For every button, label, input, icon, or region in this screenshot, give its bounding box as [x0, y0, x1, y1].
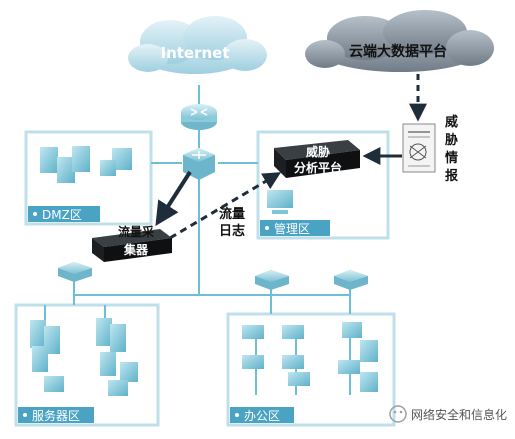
threat-platform-line2: 分析平台 [294, 160, 342, 175]
threat-intel-char-4: 报 [445, 169, 459, 184]
dmz-zone [24, 130, 153, 226]
collector-line1: 流量采 [118, 224, 154, 239]
threat-intel-document-icon [402, 123, 436, 173]
server-zone-server-icons [30, 318, 138, 396]
office-access-switch-2-icon [334, 270, 368, 290]
server-zone-label-tab: 服务器区 [18, 407, 94, 423]
threat-intel-char-2: 胁 [445, 133, 458, 148]
office-zone [226, 312, 396, 427]
traffic-log-line1: 流量 [219, 206, 245, 222]
threat-intel-char-1: 威 [445, 114, 458, 130]
traffic-log-line2: 日志 [219, 223, 245, 239]
flow-arrows [155, 74, 427, 240]
server-zone-label: 服务器区 [32, 408, 80, 423]
threat-platform-line1: 威胁 [306, 144, 330, 159]
management-label: 管理区 [274, 221, 310, 236]
core-switch-icon [183, 148, 215, 180]
threat-intel-char-3: 情 [445, 150, 458, 166]
big-data-cloud: 云端大数据平台 [305, 10, 494, 72]
internet-label: Internet [160, 44, 229, 62]
wechat-icon [389, 405, 407, 423]
office-label: 办公区 [244, 408, 280, 423]
threat-intel-label: 威 胁 情 报 [445, 114, 459, 184]
big-data-platform-label: 云端大数据平台 [349, 43, 447, 60]
switch-to-collector-arrow [155, 170, 192, 227]
office-access-switch-1-icon [255, 270, 289, 290]
watermark: 网络安全和信息化 [389, 405, 507, 423]
watermark-text: 网络安全和信息化 [411, 407, 507, 422]
traffic-collector-device: 流量采 集器 [92, 224, 172, 262]
dmz-label-tab: DMZ区 [28, 206, 100, 222]
office-computer-icons [242, 322, 378, 392]
office-label-tab: 办公区 [230, 407, 294, 423]
server-access-switch-icon [58, 262, 92, 282]
collector-line2: 集器 [123, 242, 149, 257]
threat-analysis-platform-device: 威胁 分析平台 [274, 140, 360, 178]
management-workstation-icon [267, 190, 293, 214]
dmz-server-icons [40, 146, 132, 183]
collector-to-platform-arrow [169, 172, 282, 240]
server-zone [14, 303, 160, 427]
traffic-log-label: 流量 日志 [219, 206, 245, 239]
router-icon [181, 104, 217, 130]
dmz-label: DMZ区 [42, 208, 82, 222]
management-label-tab: 管理区 [260, 220, 330, 236]
internet-cloud: Internet [128, 16, 267, 74]
